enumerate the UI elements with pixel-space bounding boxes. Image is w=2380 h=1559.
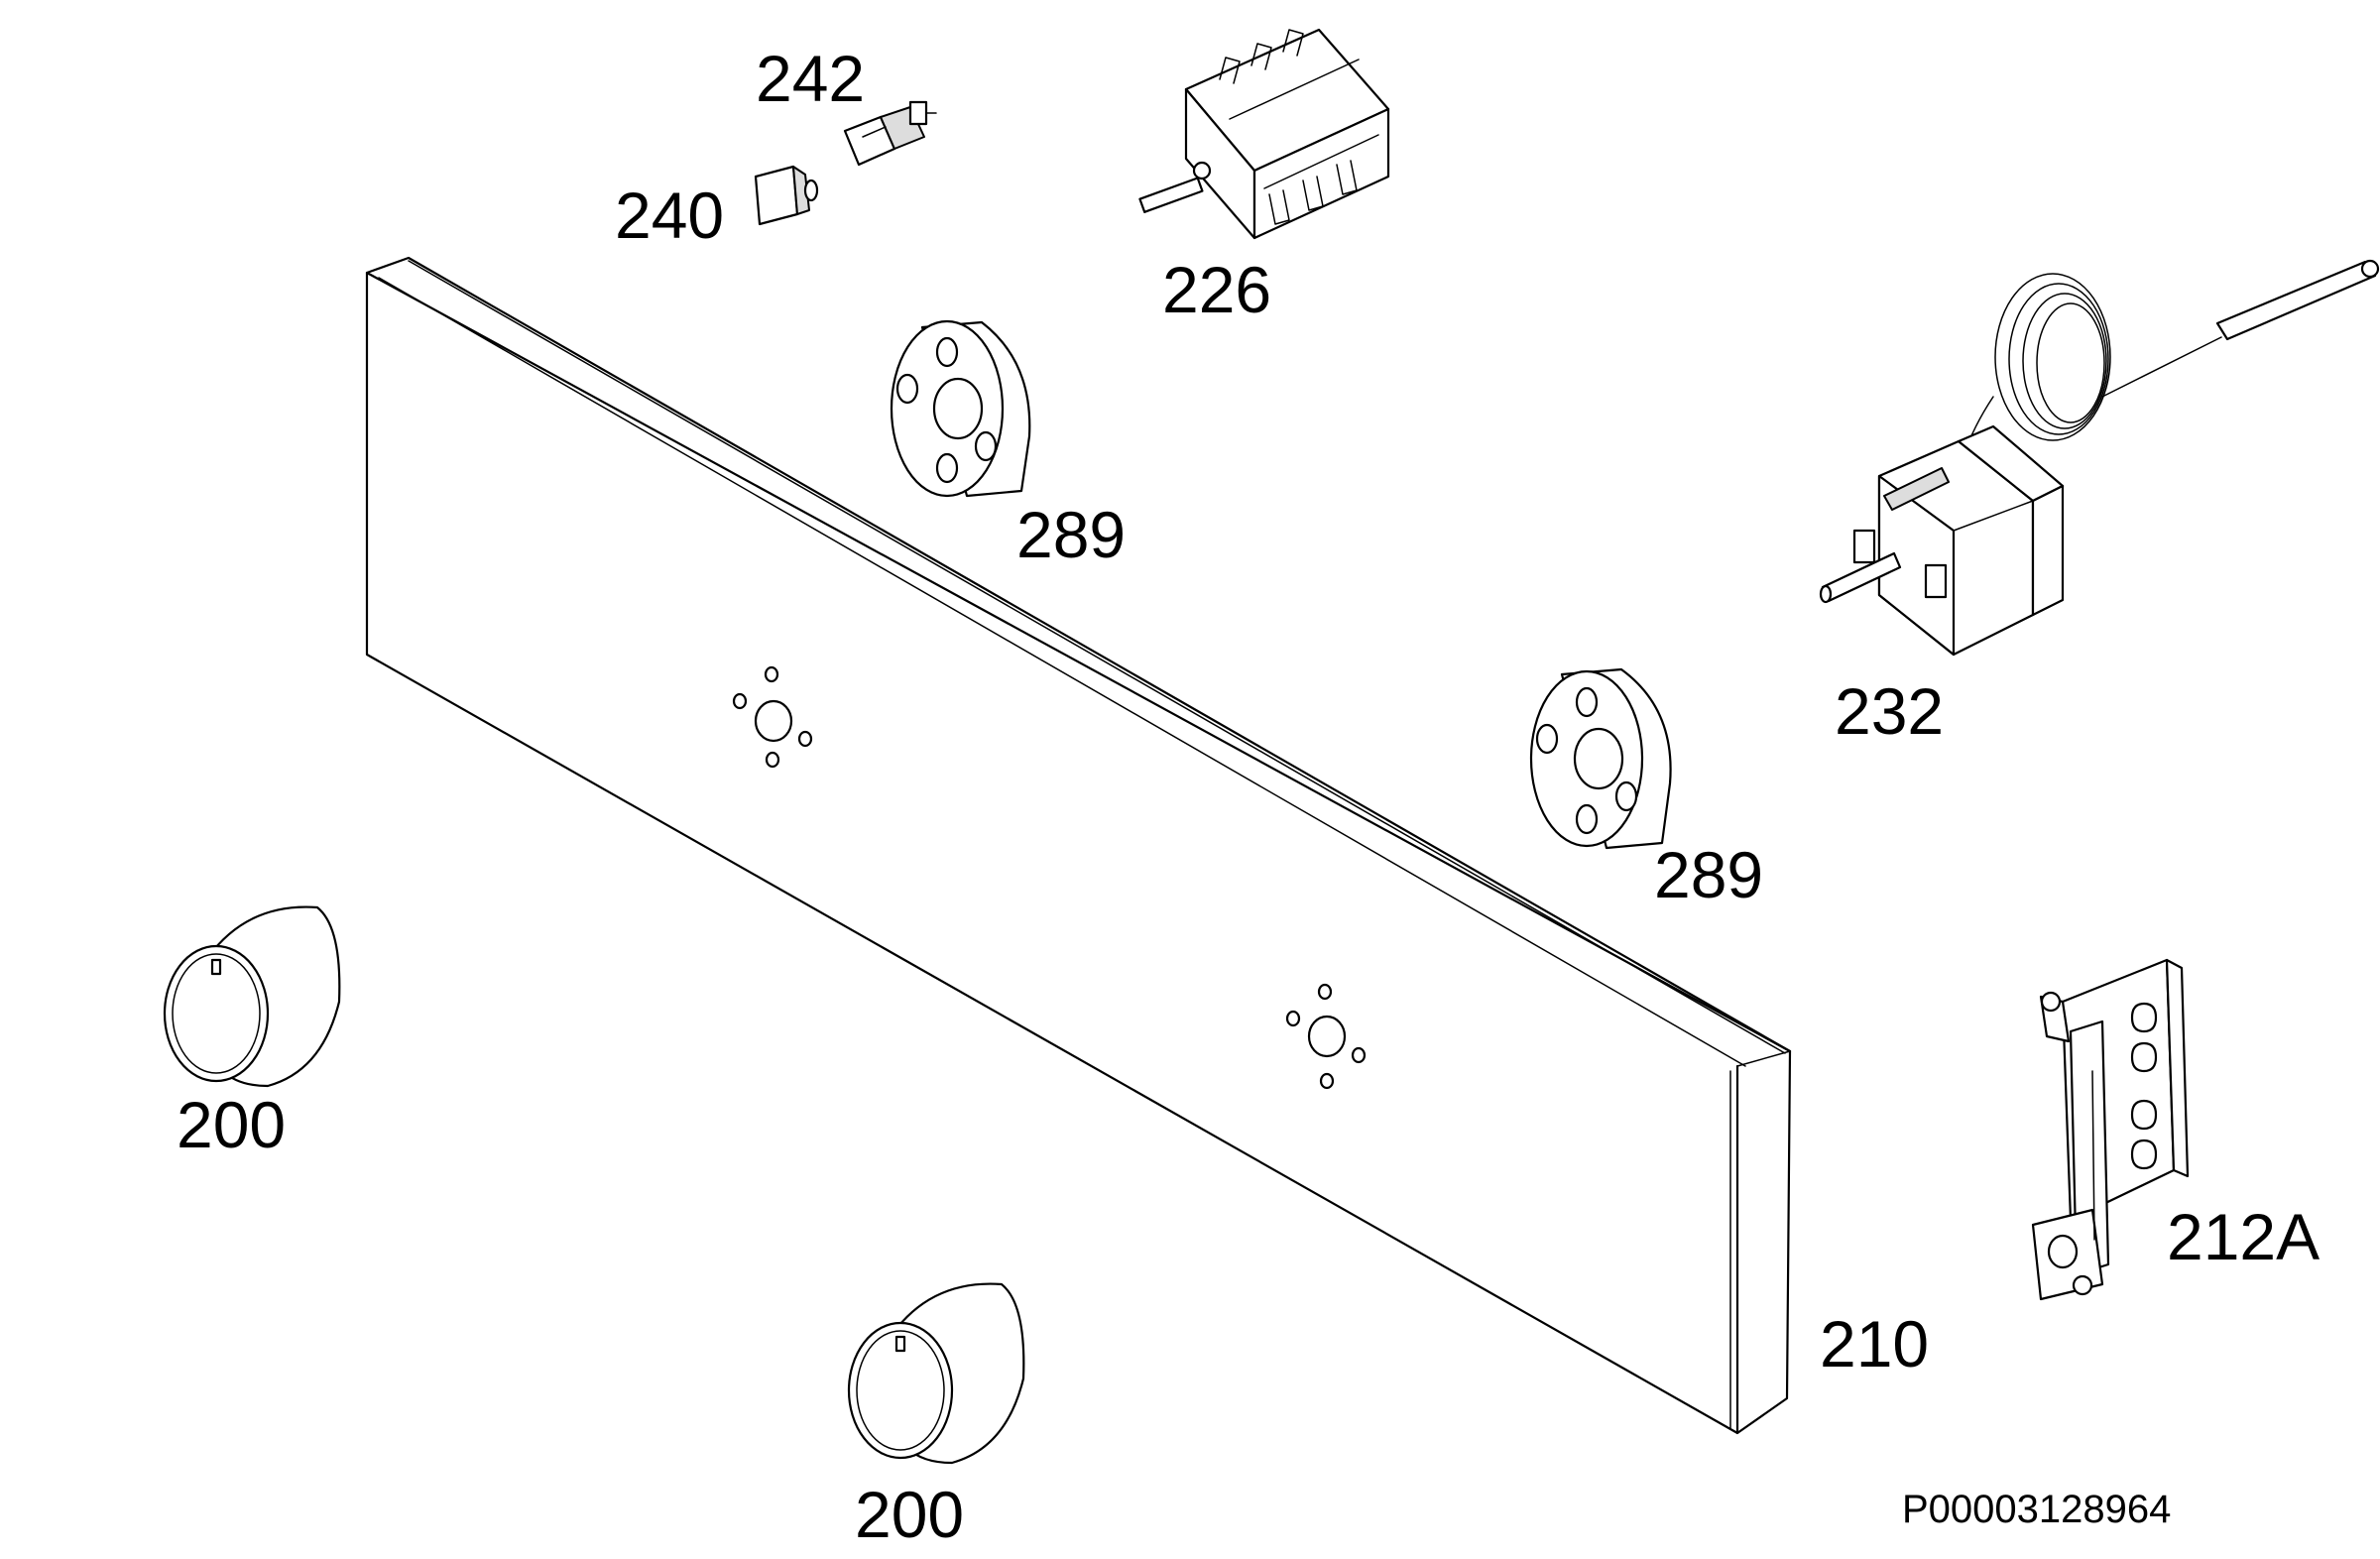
label-289-upper: 289 xyxy=(1016,498,1126,571)
selector-switch-226 xyxy=(1138,28,1390,240)
panel-hole-group-right xyxy=(1285,983,1367,1090)
control-panel-210 xyxy=(365,256,1792,1435)
callout-labels: 242 240 226 289 232 289 200 212A 210 200… xyxy=(177,42,2320,1551)
mounting-bracket-212a xyxy=(2031,958,2190,1301)
lamp-lens-240 xyxy=(754,165,819,226)
thermostat-232 xyxy=(1819,259,2380,657)
label-210: 210 xyxy=(1820,1307,1929,1380)
label-242: 242 xyxy=(756,42,865,115)
label-289-lower: 289 xyxy=(1654,838,1763,911)
indicator-lamp-242 xyxy=(843,100,937,167)
drawing-code: P00003128964 xyxy=(1902,1488,2171,1531)
knob-adapter-289-upper xyxy=(890,319,1031,498)
label-212a: 212A xyxy=(2167,1200,2320,1273)
label-200-lower: 200 xyxy=(855,1478,964,1551)
knob-adapter-289-lower xyxy=(1529,667,1672,850)
control-knob-200-lower xyxy=(847,1282,1025,1465)
label-240: 240 xyxy=(615,179,724,252)
label-232: 232 xyxy=(1835,674,1944,748)
label-200-left: 200 xyxy=(177,1088,286,1161)
panel-hole-group-left xyxy=(732,665,813,769)
control-knob-200-left xyxy=(163,905,341,1088)
label-226: 226 xyxy=(1162,253,1271,326)
